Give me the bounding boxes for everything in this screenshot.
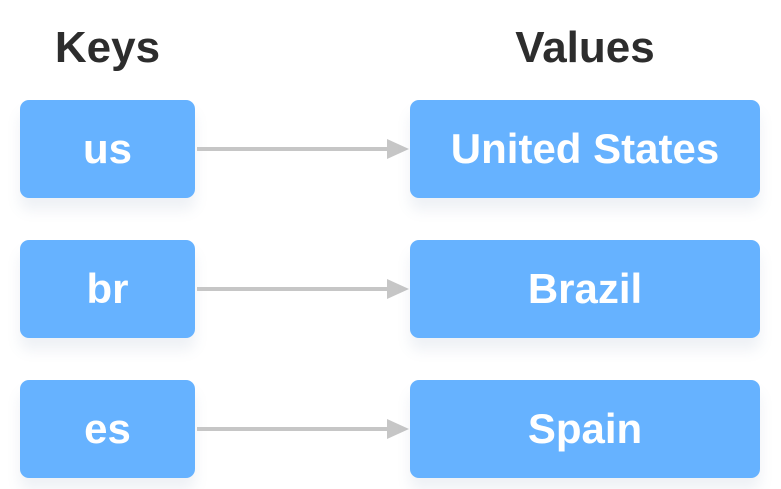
- keys-heading: Keys: [54, 23, 161, 72]
- key-box-br: br: [20, 240, 195, 338]
- value-box-brazil: Brazil: [410, 240, 760, 338]
- key-box-us: us: [20, 100, 195, 198]
- arrow-right-icon: [197, 139, 409, 159]
- values-heading: Values: [515, 23, 655, 72]
- value-box-united-states: United States: [410, 100, 760, 198]
- key-box-es: es: [20, 380, 195, 478]
- arrow-right-icon: [197, 419, 409, 439]
- arrow-right-icon: [197, 279, 409, 299]
- value-box-spain: Spain: [410, 380, 760, 478]
